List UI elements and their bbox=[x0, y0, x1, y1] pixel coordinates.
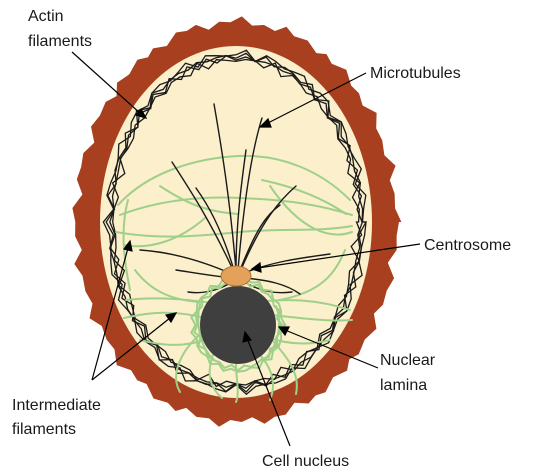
centrosome bbox=[221, 266, 251, 286]
label-cell-nucleus: Cell nucleus bbox=[262, 453, 349, 470]
label-centrosome: Centrosome bbox=[424, 237, 511, 254]
label-nuclear-line1: Nuclear bbox=[380, 352, 436, 369]
label-nuclear-line2: lamina bbox=[380, 377, 427, 394]
label-intermediate-line1: Intermediate bbox=[12, 397, 101, 414]
label-nuclear-lamina: Nuclear lamina bbox=[380, 352, 440, 394]
label-intermediate-filaments: Intermediate filaments bbox=[12, 397, 105, 438]
label-actin-line2: filaments bbox=[28, 33, 92, 50]
cell-nucleus bbox=[200, 286, 276, 364]
label-intermediate-line2: filaments bbox=[12, 421, 76, 438]
label-actin-line1: Actin bbox=[28, 8, 64, 25]
label-microtubules: Microtubules bbox=[370, 65, 461, 82]
label-actin-filaments: Actin filaments bbox=[28, 8, 92, 50]
